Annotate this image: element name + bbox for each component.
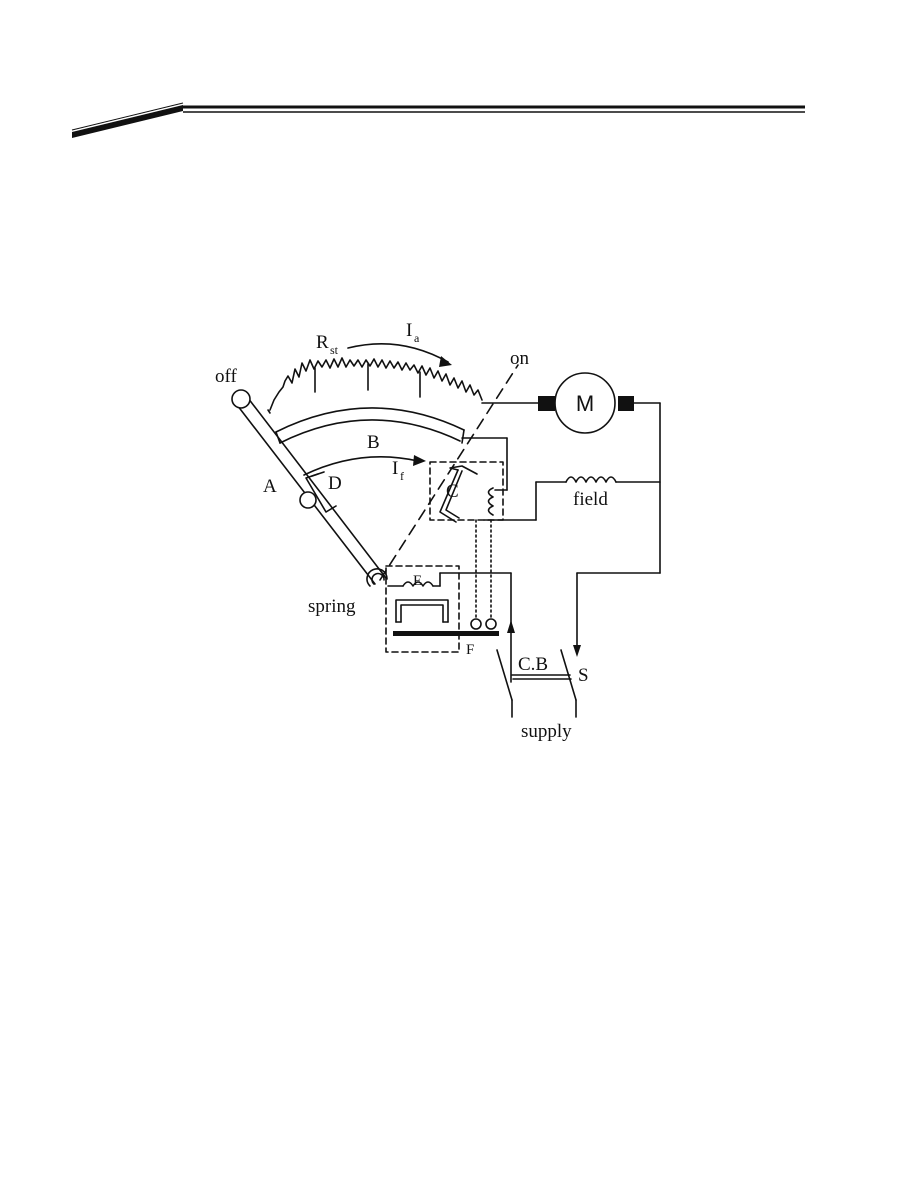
label-f: F: [466, 642, 474, 658]
swing-line: [379, 364, 519, 581]
label-spring: spring: [308, 596, 356, 617]
starter-arm-edge-2: [247, 397, 387, 579]
f-armature-bar: [393, 631, 499, 636]
label-d: D: [328, 473, 342, 494]
e-core-inner: [400, 604, 444, 623]
c-magnet-body: [439, 469, 459, 523]
e-core-outer: [395, 599, 449, 623]
f-contact-1: [470, 618, 482, 630]
label-supply: supply: [521, 721, 572, 742]
holding-magnet-d-top: [311, 471, 325, 477]
e-coil: [402, 581, 434, 587]
label-a: A: [263, 476, 277, 497]
ia-arrowhead: [439, 356, 452, 367]
label-motor: M: [576, 391, 594, 416]
cb-blade[interactable]: [496, 649, 513, 701]
if-arrow: [303, 456, 419, 476]
resistor-tap-0: [267, 409, 271, 414]
label-off: off: [215, 366, 237, 387]
motor-brush-left: [538, 396, 555, 411]
label-ia: I: [406, 320, 412, 341]
c-dashed-box: [429, 461, 504, 521]
label-cb: C.B: [518, 654, 548, 675]
label-s: S: [578, 665, 589, 686]
label-c: C: [446, 481, 459, 502]
label-rst: R: [316, 332, 329, 353]
contact-arc-inner: [279, 419, 461, 444]
label-rst-sub: st: [330, 343, 339, 357]
c-magnet-inner: [445, 470, 463, 519]
supply-arrowhead: [507, 620, 515, 633]
ia-arrow: [347, 343, 449, 363]
motor-brush-right: [618, 396, 634, 411]
spring-inner: [371, 572, 385, 585]
label-if-sub: f: [400, 469, 404, 483]
label-on: on: [510, 348, 530, 369]
if-arrowhead: [413, 455, 426, 466]
label-field: field: [573, 489, 608, 510]
label-ia-sub: a: [414, 331, 420, 345]
arm-ball: [299, 491, 317, 509]
contact-arc-right-end: [461, 429, 465, 444]
e-dashed-box: [385, 565, 460, 653]
contact-arc-outer: [275, 407, 465, 433]
starting-resistor: [269, 357, 483, 411]
diagram-labels: off on R st I a I f B A D C E F M field …: [215, 320, 608, 742]
label-if: I: [392, 458, 398, 479]
label-b: B: [367, 432, 380, 453]
label-e: E: [413, 573, 422, 589]
header-rule: [71, 102, 805, 138]
c-magnet-top: [449, 465, 478, 475]
field-coil: [565, 476, 617, 483]
c-coil: [487, 487, 494, 516]
s-arrowhead: [573, 645, 581, 657]
f-contact-2: [485, 618, 497, 630]
off-knob[interactable]: [231, 389, 251, 409]
